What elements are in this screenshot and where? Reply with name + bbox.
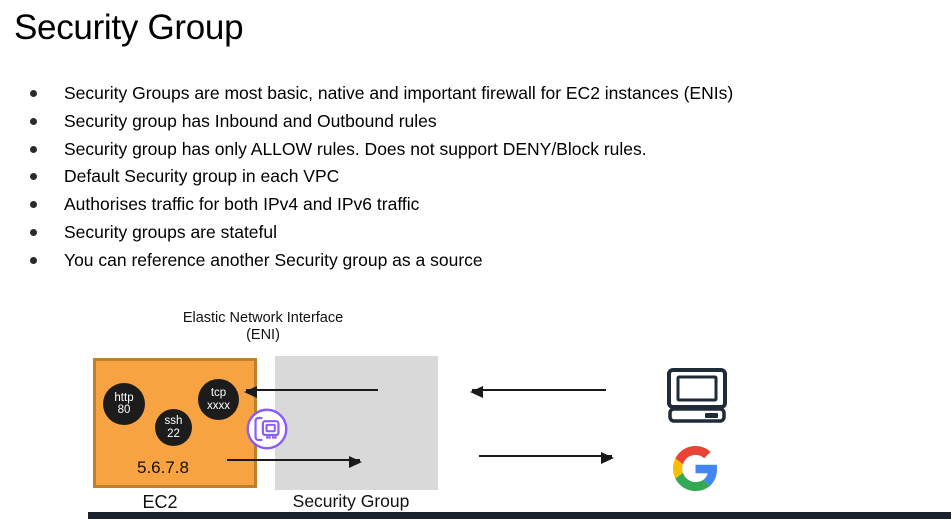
port-number: 22 (167, 427, 180, 440)
port-number: xxxx (207, 399, 230, 412)
bullet-text: Security Groups are most basic, native a… (64, 83, 734, 103)
list-item: Security groups are stateful (27, 219, 807, 247)
list-item: Default Security group in each VPC (27, 163, 807, 191)
list-item: Security group has Inbound and Outbound … (27, 108, 807, 136)
port-protocol: ssh (164, 415, 183, 427)
outbound-to-google-arrow (479, 452, 614, 464)
arrow-head-right-icon (601, 452, 614, 464)
eni-network-card-icon (245, 407, 289, 451)
port-circle-http-80: http 80 (103, 383, 145, 425)
bullet-text: Security group has Inbound and Outbound … (64, 110, 437, 131)
outbound-arrow (227, 456, 362, 468)
bullet-dot-icon (30, 201, 37, 209)
bullet-text: Security group has only ALLOW rules. Doe… (64, 138, 647, 159)
arrow-head-right-icon (349, 456, 362, 468)
page-title: Security Group (14, 8, 244, 47)
security-group-caption: Security Group (292, 491, 410, 511)
ec2-caption: EC2 (142, 492, 178, 512)
bullet-text: You can reference another Security group… (64, 249, 483, 270)
computer-icon (667, 368, 727, 424)
port-circle-tcp-xxxx: tcp xxxx (198, 379, 239, 420)
port-protocol: http (114, 391, 134, 404)
arrow-head-left-icon (244, 386, 257, 398)
list-item: You can reference another Security group… (27, 247, 807, 275)
list-item: Security group has only ALLOW rules. Doe… (27, 136, 807, 164)
bullet-text: Security groups are stateful (64, 221, 278, 242)
security-group-box (275, 356, 438, 490)
bullet-dot-icon (30, 117, 37, 125)
eni-label-line1: Elastic Network Interface (182, 310, 344, 326)
list-item: Security Groups are most basic, native a… (27, 80, 807, 108)
list-item: Authorises traffic for both IPv4 and IPv… (27, 191, 807, 219)
bottom-edge-bar (88, 512, 951, 519)
bullet-dot-icon (30, 228, 37, 236)
port-circle-ssh-22: ssh 22 (155, 409, 192, 446)
eni-label: Elastic Network Interface (ENI) (158, 310, 368, 344)
eni-label-line2: (ENI) (246, 326, 280, 343)
client-inbound-arrow (470, 386, 606, 398)
bullet-text: Default Security group in each VPC (64, 166, 340, 187)
bullet-list: Security Groups are most basic, native a… (27, 80, 807, 275)
bullet-dot-icon (30, 256, 37, 264)
bullet-dot-icon (30, 90, 37, 97)
ec2-ip-address: 5.6.7.8 (137, 458, 189, 477)
bullet-dot-icon (30, 145, 37, 153)
bullet-dot-icon (30, 173, 37, 181)
port-protocol: tcp (210, 387, 227, 399)
port-number: 80 (117, 404, 131, 416)
bullet-text: Authorises traffic for both IPv4 and IPv… (64, 194, 420, 215)
google-logo (673, 446, 718, 491)
arrow-head-left-icon (470, 386, 483, 398)
inbound-arrow (244, 386, 378, 398)
